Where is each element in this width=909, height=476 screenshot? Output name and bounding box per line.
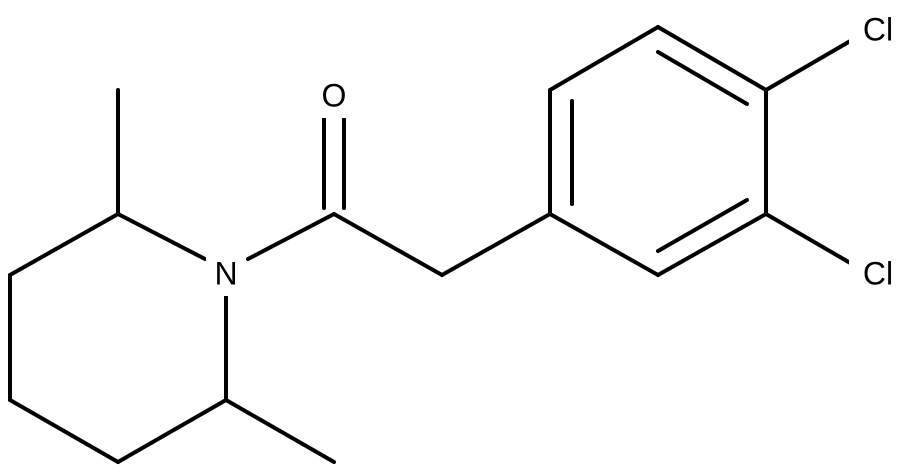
bond-c4-c5 (8, 398, 120, 464)
aromatic-inner-bond-bottom-right (656, 198, 749, 253)
chlorine-bonds (764, 38, 854, 266)
bond-aryl-cl-top (764, 38, 854, 92)
piperidine-ring (8, 212, 228, 464)
chlorine-top-atom-label: Cl (863, 11, 893, 47)
nitrogen-atom-label: N (214, 255, 237, 291)
chlorine-top-label-background (849, 10, 907, 54)
bond-aryl-c2-c3 (548, 25, 660, 92)
chlorine-bottom-atom-label: Cl (863, 255, 893, 291)
bond-aryl-c5-c6 (656, 212, 768, 277)
oxygen-atom-label: O (322, 77, 347, 113)
oxygen-label-background (314, 76, 354, 118)
methyl-groups (116, 88, 336, 464)
bond-aryl-c3-c4 (656, 25, 768, 92)
chlorine-bottom-label-background (849, 254, 907, 298)
bond-aryl-cl-bottom (764, 212, 854, 266)
dichlorophenyl-ring (548, 25, 768, 277)
atom-labels: O N Cl Cl (206, 10, 907, 298)
bond-carbonyl-ch2 (332, 212, 444, 277)
bond-n-c2 (116, 212, 207, 261)
nitrogen-label-background (206, 254, 246, 296)
bond-c6-methyl (224, 398, 336, 464)
bond-c5-c6 (116, 398, 228, 464)
bond-ch2-aryl (440, 212, 552, 277)
bond-n-carbonyl (246, 212, 336, 261)
bond-aryl-c6-c1 (548, 212, 660, 277)
acyl-linker (246, 114, 552, 277)
bond-c2-c3 (8, 212, 120, 277)
aromatic-inner-bond-top-right (656, 50, 749, 106)
